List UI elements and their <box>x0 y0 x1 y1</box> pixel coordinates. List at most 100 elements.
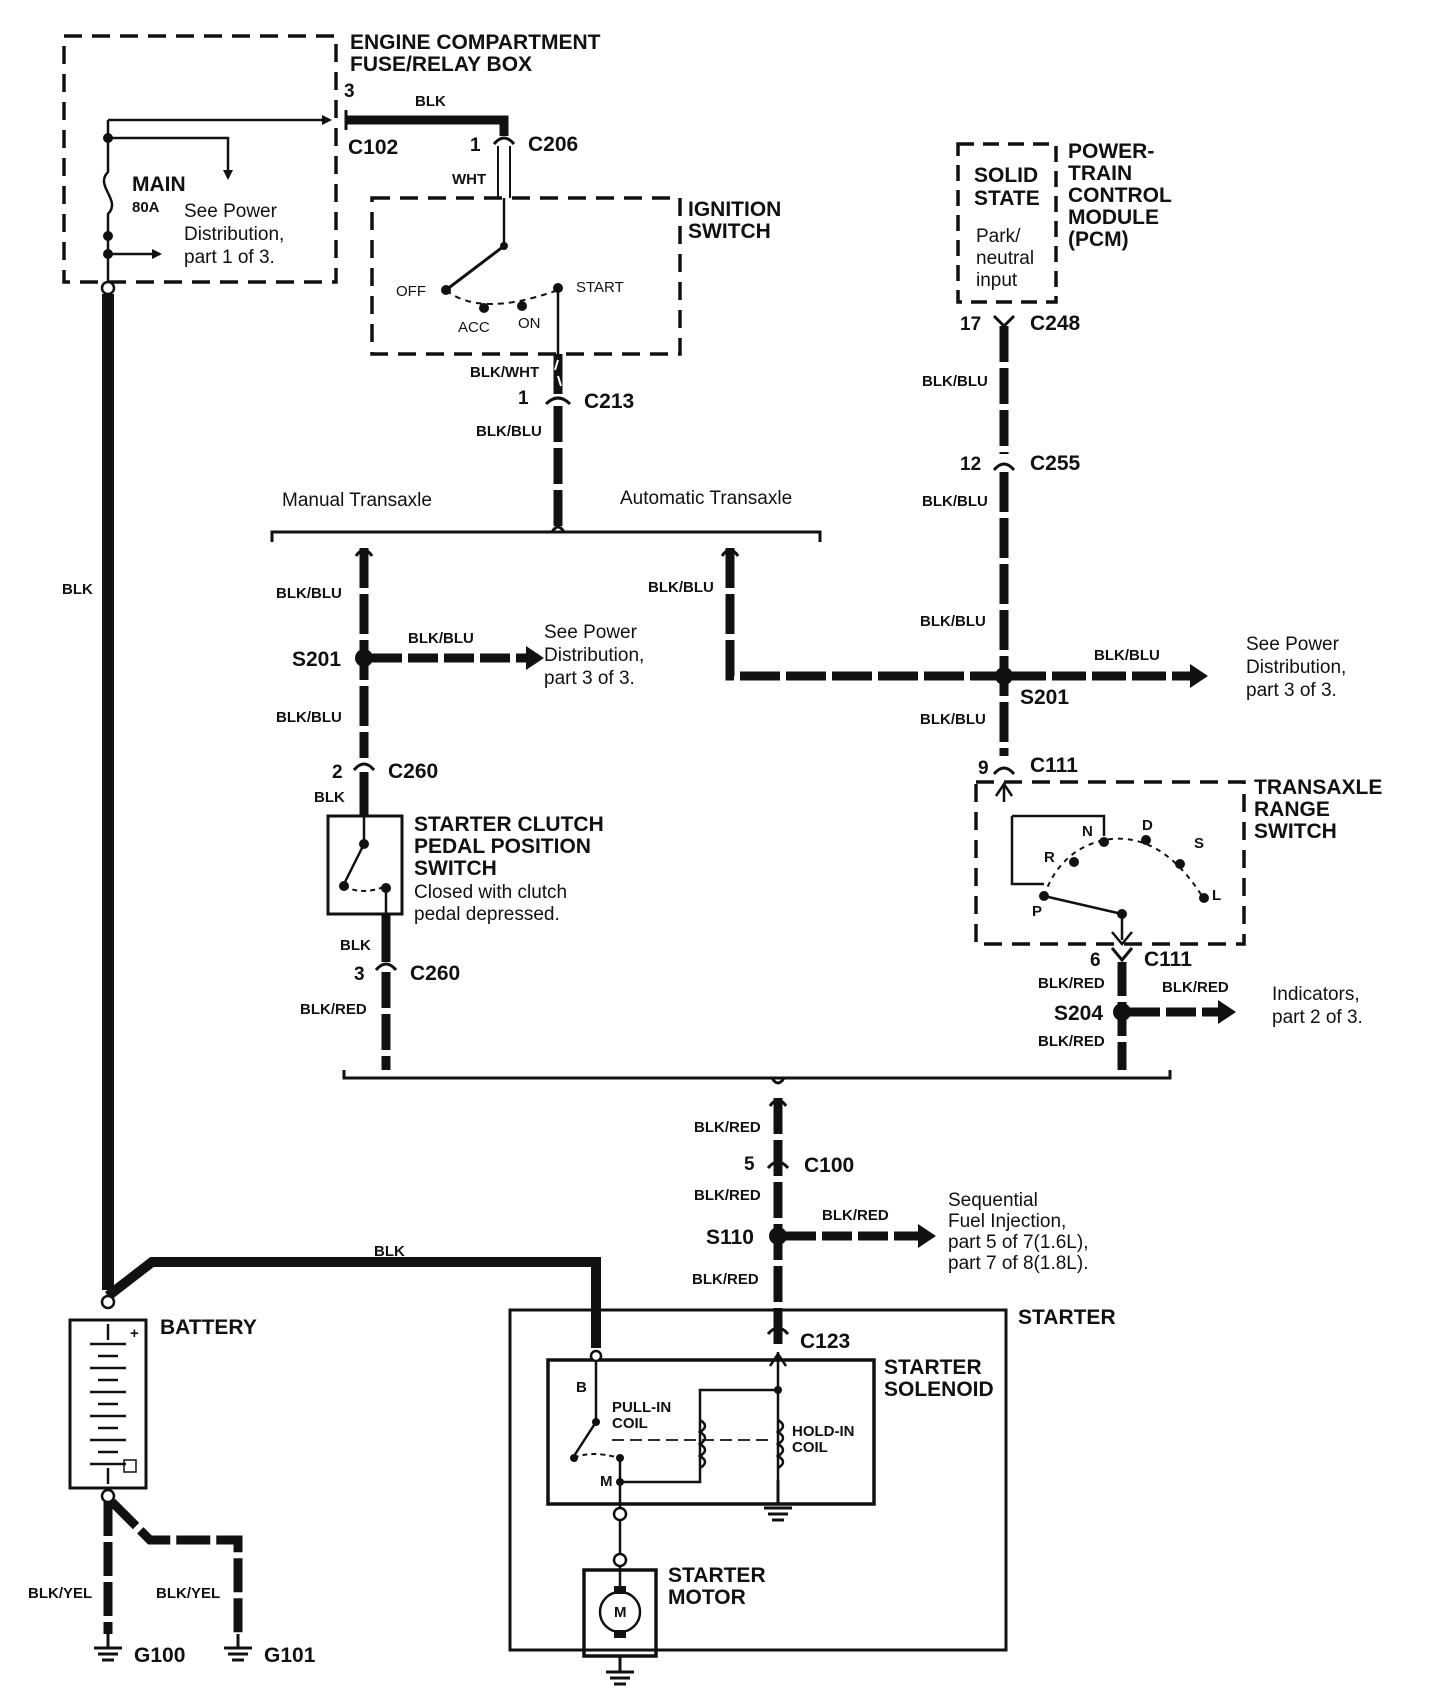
merge-bracket <box>342 1070 1172 1080</box>
range-pos-n: N <box>1082 823 1093 840</box>
ref-pd3-auto-2: Distribution, <box>1246 657 1346 678</box>
range-pos-s: S <box>1194 835 1204 852</box>
wire-label-blk-blu-a1: BLK/BLU <box>648 579 714 596</box>
wire-label-blk-c260-bot: BLK <box>340 937 371 954</box>
c248-name: C248 <box>1030 312 1081 335</box>
c255-pin: 12 <box>960 454 981 475</box>
ref-pd3-manual-1: See Power <box>544 622 638 643</box>
wire-label-wht: WHT <box>452 171 486 188</box>
wire-blk-c102-c206 <box>346 115 509 136</box>
wire-label-blk-top: BLK <box>415 93 446 110</box>
pullin-label-2: COIL <box>612 1415 648 1432</box>
ref-sfi-2: Fuel Injection, <box>948 1211 1066 1232</box>
fuse-relay-box: ENGINE COMPARTMENT FUSE/RELAY BOX 3 C102… <box>62 31 601 284</box>
wire-label-blk-blu-a4: BLK/BLU <box>920 613 986 630</box>
c111-bot-symbol <box>1110 947 1134 963</box>
wire-label-blk-blu-m3: BLK/BLU <box>276 709 342 726</box>
g101-label: G101 <box>264 1644 316 1667</box>
c100-pin: 5 <box>744 1154 755 1175</box>
transaxle-range-switch: TRANSAXLE RANGE SWITCH P R N D S L <box>974 776 1382 946</box>
fuse-box-title-2: FUSE/RELAY BOX <box>350 53 532 76</box>
wire-label-blk-red-a2: BLK/RED <box>1162 979 1229 996</box>
c260-top-name: C260 <box>388 760 438 783</box>
wire-label-blk-c260: BLK <box>314 789 345 806</box>
clutch-title-2: PEDAL POSITION <box>414 835 591 858</box>
pcm-input-3: input <box>976 270 1018 291</box>
g100-label: G100 <box>134 1644 185 1667</box>
pcm-box: SOLID STATE Park/ neutral input POWER- T… <box>956 140 1172 304</box>
pcm-title-2: TRAIN <box>1068 162 1132 185</box>
clutch-note-2: pedal depressed. <box>414 904 560 925</box>
ign-pos-acc: ACC <box>458 319 490 336</box>
pcm-input-1: Park/ <box>976 226 1021 247</box>
starter-title: STARTER <box>1018 1306 1116 1329</box>
wire-label-blk-blu-m1: BLK/BLU <box>276 585 342 602</box>
c123-symbol <box>766 1326 790 1336</box>
wire-label-blk-red-m: BLK/RED <box>300 1001 367 1018</box>
c100-name: C100 <box>804 1154 854 1177</box>
motor-symbol: M <box>614 1604 627 1621</box>
wire-blk-battery-starter <box>104 1257 601 1348</box>
range-pos-l: L <box>1212 887 1221 904</box>
fuse-box-title-1: ENGINE COMPARTMENT <box>350 31 601 54</box>
c255-symbol <box>992 462 1016 472</box>
s204-label: S204 <box>1054 1002 1103 1025</box>
solenoid-title-1: STARTER <box>884 1356 982 1379</box>
ign-pos-on: ON <box>518 315 541 332</box>
wire-wht <box>497 146 511 198</box>
ign-pos-off: OFF <box>396 283 426 300</box>
wire-label-blk-blu-a6: BLK/BLU <box>920 711 986 728</box>
wire-label-blk-red-a1: BLK/RED <box>1038 975 1105 992</box>
clutch-note-1: Closed with clutch <box>414 882 567 903</box>
fuse-box-pin: 3 <box>344 81 355 102</box>
c255-name: C255 <box>1030 452 1081 475</box>
range-pos-r: R <box>1044 849 1055 866</box>
wire-label-blk-main: BLK <box>62 581 93 598</box>
wire-label-blk-starter: BLK <box>374 1243 405 1260</box>
wire-label-blk-yel-2: BLK/YEL <box>156 1585 220 1602</box>
ref-sfi-1: Sequential <box>948 1190 1038 1211</box>
wire-label-blk-wht: BLK/WHT <box>470 364 539 381</box>
c260-bot-symbol <box>374 962 398 972</box>
c260-bot-name: C260 <box>410 962 460 985</box>
s201-manual-label: S201 <box>292 648 341 671</box>
c213-symbol <box>544 396 572 406</box>
wire-label-blk-blu-a3: BLK/BLU <box>922 493 988 510</box>
c248-pin: 17 <box>960 314 981 335</box>
wire-label-blk-red-s110-bot: BLK/RED <box>692 1271 759 1288</box>
ref-pd3-auto-1: See Power <box>1246 634 1340 655</box>
c206-pin: 1 <box>470 135 481 156</box>
range-title-3: SWITCH <box>1254 820 1337 843</box>
solenoid-terminal-b: B <box>576 1379 587 1396</box>
c260-top-pin: 2 <box>332 762 343 783</box>
c260-bot-pin: 3 <box>354 964 365 985</box>
transaxle-option-bracket <box>270 530 822 542</box>
s204-splice <box>1113 1003 1131 1021</box>
wire-label-blk-red-a3: BLK/RED <box>1038 1033 1105 1050</box>
c206-symbol <box>492 136 516 146</box>
fuse-note-3: part 1 of 3. <box>184 247 275 268</box>
c206-name: C206 <box>528 133 578 156</box>
range-pos-p: P <box>1032 903 1042 920</box>
pcm-title-5: (PCM) <box>1068 228 1129 251</box>
range-title-2: RANGE <box>1254 798 1330 821</box>
s201-auto-splice <box>995 667 1013 685</box>
wire-blk-blu-auto-feed <box>725 548 1004 681</box>
s110-label: S110 <box>706 1226 754 1249</box>
holdin-label-1: HOLD-IN <box>792 1423 855 1440</box>
ignition-switch: IGNITION SWITCH OFF ACC ON START <box>370 196 781 356</box>
ign-pos-start: START <box>576 279 624 296</box>
battery: + BATTERY <box>68 1316 257 1490</box>
c248-symbol <box>992 314 1016 329</box>
ignition-title-1: IGNITION <box>688 198 781 221</box>
pullin-label-1: PULL-IN <box>612 1399 671 1416</box>
ground-g100: G100 <box>94 1634 185 1667</box>
wire-label-blk-blu-c213: BLK/BLU <box>476 423 542 440</box>
main-fuse-rating: 80A <box>132 199 160 216</box>
wire-label-blk-red-s110: BLK/RED <box>822 1207 889 1224</box>
c111-top-name: C111 <box>1030 754 1078 777</box>
c260-top-symbol <box>352 762 376 772</box>
holdin-label-2: COIL <box>792 1439 828 1456</box>
